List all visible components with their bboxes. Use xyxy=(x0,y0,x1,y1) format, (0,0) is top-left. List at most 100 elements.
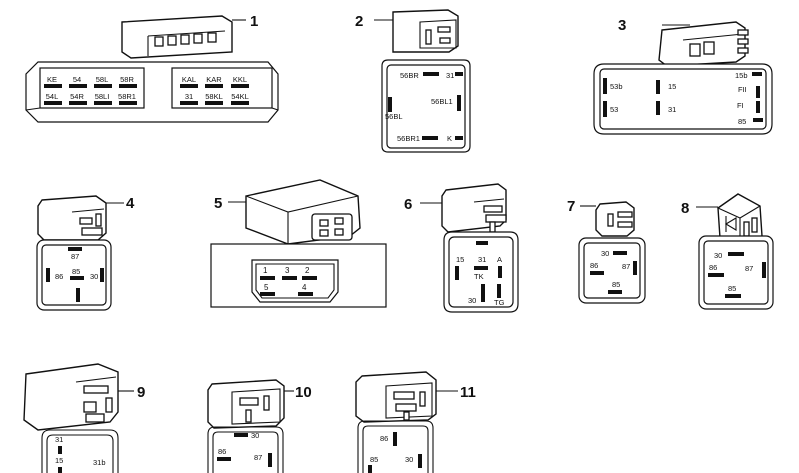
relay-8-pin-plate xyxy=(698,235,774,310)
pin-label: 3 xyxy=(285,266,290,275)
relay-11-housing xyxy=(355,371,458,423)
relay-4-pin-plate xyxy=(36,239,112,311)
pin-label: 31b xyxy=(93,458,106,467)
relay-10-housing xyxy=(207,379,294,429)
pin-label: 56BL1 xyxy=(431,97,453,106)
relay-9: 9 31 15 31b xyxy=(23,363,145,473)
pin-label: FII xyxy=(738,85,747,94)
pin-label: KE xyxy=(47,75,57,84)
pin-label: 56BL xyxy=(385,112,403,121)
relay-7: 7 30 86 87 85 xyxy=(567,198,646,304)
pin-label: 85 xyxy=(738,117,746,126)
pin-label: 31 xyxy=(478,255,486,264)
pin-label: 15 xyxy=(668,82,676,91)
relay-1: 1 KE 54 58L 58R 54L 54R 58LI 58R1 KAL xyxy=(25,13,279,123)
pin-label: 30 xyxy=(601,249,609,258)
pin-label: 2 xyxy=(305,266,310,275)
pin-label: 30 xyxy=(714,251,722,260)
relay-4-housing xyxy=(37,195,124,241)
pin-label: 15 xyxy=(456,255,464,264)
relay-10: 10 30 86 87 xyxy=(207,379,312,473)
pin-label: 54KL xyxy=(231,92,249,101)
relay-6: 6 15 31 A TK 30 TG xyxy=(404,183,519,313)
relay-8: 8 30 86 87 85 xyxy=(681,193,774,310)
pin-label: 87 xyxy=(622,262,630,271)
relay-1-pins: KE 54 58L 58R 54L 54R 58LI 58R1 KAL KAR … xyxy=(44,75,249,105)
relay-9-callout: 9 xyxy=(137,384,145,401)
pin-label: 30 xyxy=(468,296,476,305)
relay-2-pin-plate xyxy=(381,59,471,153)
relay-5-pin-plate xyxy=(210,243,387,308)
pin-label: 15 xyxy=(55,456,63,465)
relay-4-callout: 4 xyxy=(126,195,135,212)
relay-7-callout: 7 xyxy=(567,198,575,215)
pin-label: 58LI xyxy=(95,92,110,101)
relay-9-pins: 31 15 31b xyxy=(55,435,106,473)
pin-label: 87 xyxy=(745,264,753,273)
pin-label: 1 xyxy=(263,266,268,275)
pin-label: 5 xyxy=(264,283,269,292)
pin-label: 86 xyxy=(55,272,63,281)
pin-label: 58R xyxy=(120,75,134,84)
relay-5-callout: 5 xyxy=(214,195,222,212)
pin-label: 30 xyxy=(90,272,98,281)
relay-2-housing xyxy=(374,9,459,53)
pin-label: 31 xyxy=(55,435,63,444)
pin-label: KKL xyxy=(233,75,247,84)
pin-label: FI xyxy=(737,101,744,110)
pin-label: 54 xyxy=(73,75,81,84)
pin-label: 31 xyxy=(668,105,676,114)
pin-label: 54L xyxy=(46,92,59,101)
relay-7-housing xyxy=(580,201,635,237)
relay-3-pin-plate xyxy=(593,63,773,135)
pin-label: 87 xyxy=(71,252,79,261)
relay-11-pins: 86 85 30 xyxy=(368,432,422,473)
relay-1-callout: 1 xyxy=(250,13,258,30)
relay-5: 5 1 3 2 5 4 xyxy=(210,179,387,308)
pin-label: KAR xyxy=(206,75,222,84)
relay-4: 4 87 86 85 30 xyxy=(36,195,135,311)
pin-label: 87 xyxy=(254,453,262,462)
relay-10-pin-plate xyxy=(207,426,284,473)
pin-label: 4 xyxy=(302,283,307,292)
pin-label: 85 xyxy=(370,455,378,464)
pin-label: 58KL xyxy=(205,92,223,101)
relay-8-callout: 8 xyxy=(681,200,689,217)
relay-6-pins: 15 31 A TK 30 TG xyxy=(455,241,505,307)
pin-label: A xyxy=(497,255,502,264)
pin-label: 56BR xyxy=(400,71,419,80)
pin-label: 86 xyxy=(590,261,598,270)
relay-11: 11 86 85 30 xyxy=(355,371,476,473)
pin-label: 30 xyxy=(405,455,413,464)
pin-label: 30 xyxy=(251,431,259,440)
pin-label: 31 xyxy=(185,92,193,101)
pin-label: TK xyxy=(474,272,484,281)
relay-2: 2 56BR 31 56BL1 56BL 56BR1 K xyxy=(355,9,471,153)
relay-7-pin-plate xyxy=(578,237,646,304)
pin-label: 85 xyxy=(612,280,620,289)
pin-label: 58L xyxy=(96,75,109,84)
relay-10-pins: 30 86 87 xyxy=(217,431,272,467)
relay-3-pins: 53b 15 15b FII 53 31 FI 85 xyxy=(603,71,763,126)
relay-6-housing xyxy=(420,183,507,233)
relay-2-pins: 56BR 31 56BL1 56BL 56BR1 K xyxy=(385,71,463,143)
relay-6-callout: 6 xyxy=(404,196,412,213)
relay-5-pins: 1 3 2 5 4 xyxy=(260,266,317,296)
relay-3-housing xyxy=(658,21,749,67)
pin-label: TG xyxy=(494,298,505,307)
pin-label: 15b xyxy=(735,71,748,80)
relay-9-housing xyxy=(23,363,134,431)
pin-label: 86 xyxy=(218,447,226,456)
relay-1-housing xyxy=(121,15,246,59)
pin-label: 58R1 xyxy=(118,92,136,101)
relay-11-pin-plate xyxy=(357,420,434,473)
relay-4-pins: 87 86 85 30 xyxy=(46,247,104,302)
relay-9-pin-plate xyxy=(41,429,119,473)
pin-label: 53b xyxy=(610,82,623,91)
pin-label: 85 xyxy=(728,284,736,293)
pin-label: 56BR1 xyxy=(397,134,420,143)
relay-5-housing xyxy=(228,179,361,245)
pin-label: 86 xyxy=(380,434,388,443)
relay-11-callout: 11 xyxy=(460,384,476,401)
